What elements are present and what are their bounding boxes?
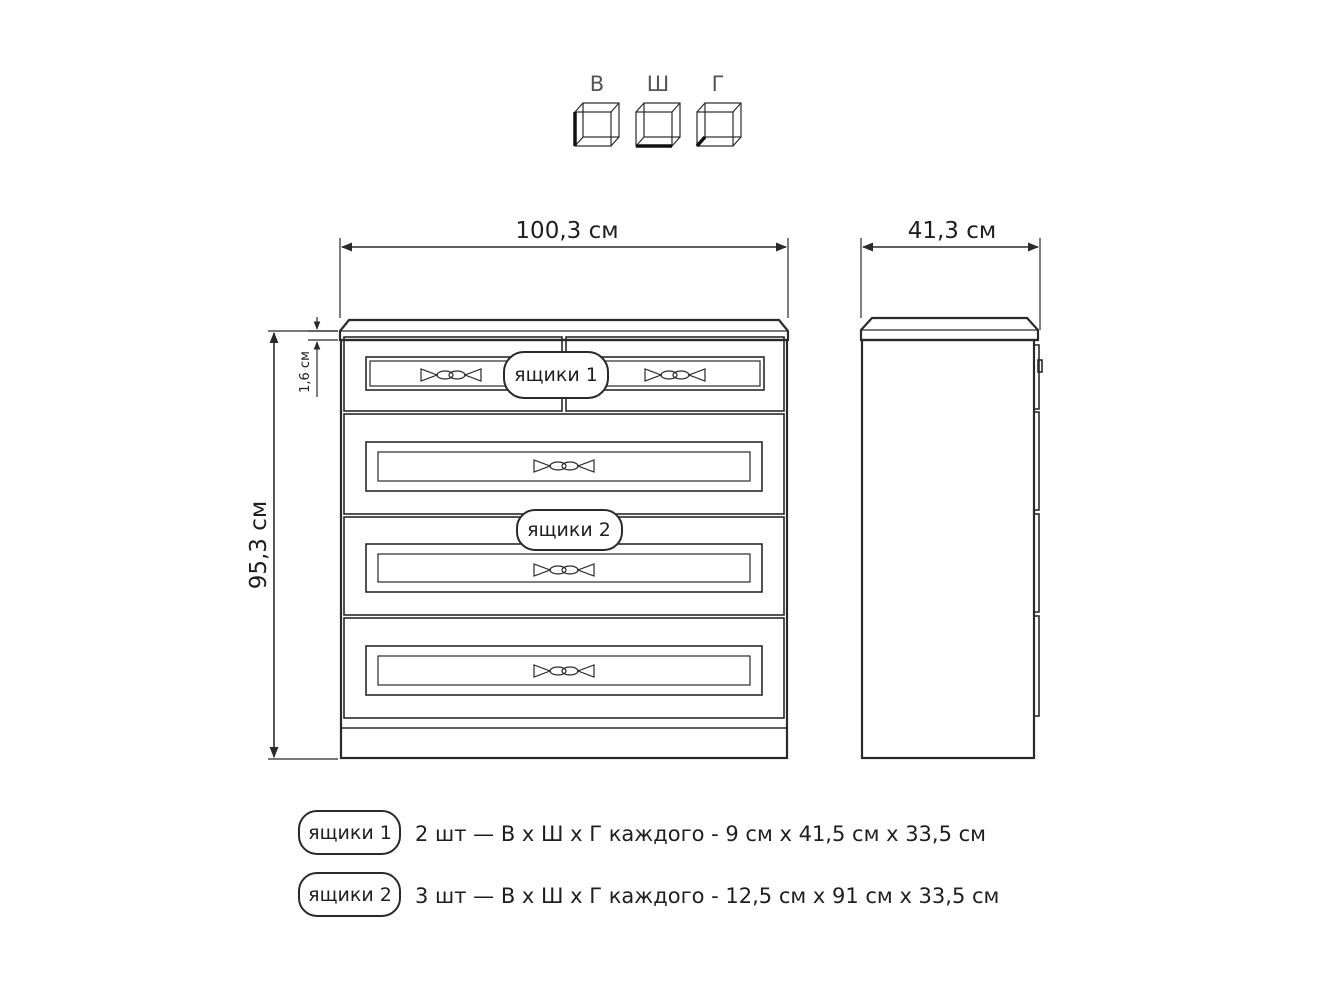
height-axis-letter: В (590, 72, 604, 96)
handle-icon (420, 368, 482, 382)
handle-icon (533, 563, 595, 577)
side-view (859, 316, 1043, 760)
drawer-tag-2-label: ящики 2 (527, 519, 611, 541)
depth-dimension: 41,3 см (860, 218, 1041, 330)
height-label: 95,3 см (246, 501, 272, 590)
large-drawer-1 (343, 413, 785, 515)
width-axis-letter: Ш (647, 72, 669, 96)
front-view: ящики 1 ящики 2 (338, 318, 790, 760)
drawer-tag-2: ящики 2 (516, 509, 623, 551)
legend-tag-2: ящики 2 (308, 884, 392, 906)
drawer-tag-1-label: ящики 1 (514, 364, 598, 386)
width-dimension: 100,3 см (339, 218, 789, 318)
top-thickness-label: 1,6 см (298, 351, 313, 393)
top-thickness-dimension: 1,6 см (298, 317, 338, 397)
depth-label: 41,3 см (908, 218, 997, 244)
drawer-tag-1: ящики 1 (503, 351, 609, 399)
legend-row-1: ящики 1 2 шт — В х Ш х Г каждого - 9 см … (298, 810, 986, 855)
height-dimension: 95,3 см (246, 330, 338, 760)
legend: ящики 1 2 шт — В х Ш х Г каждого - 9 см … (298, 810, 999, 917)
depth-axis-letter: Г (712, 72, 725, 96)
cube-depth-icon (695, 102, 742, 148)
legend-text-2: 3 шт — В х Ш х Г каждого - 12,5 см х 91 … (415, 884, 999, 908)
large-drawer-3 (343, 617, 785, 719)
legend-text-1: 2 шт — В х Ш х Г каждого - 9 см х 41,5 с… (415, 822, 986, 846)
legend-tag-1: ящики 1 (308, 822, 392, 844)
cube-width-icon (635, 102, 681, 148)
cube-height-icon (573, 102, 620, 147)
handle-icon (644, 368, 706, 382)
handle-icon (533, 459, 595, 473)
legend-row-2: ящики 2 3 шт — В х Ш х Г каждого - 12,5 … (298, 872, 999, 917)
handle-icon (533, 664, 595, 678)
width-label: 100,3 см (515, 218, 618, 244)
axis-legend: В Ш Г (573, 72, 742, 148)
